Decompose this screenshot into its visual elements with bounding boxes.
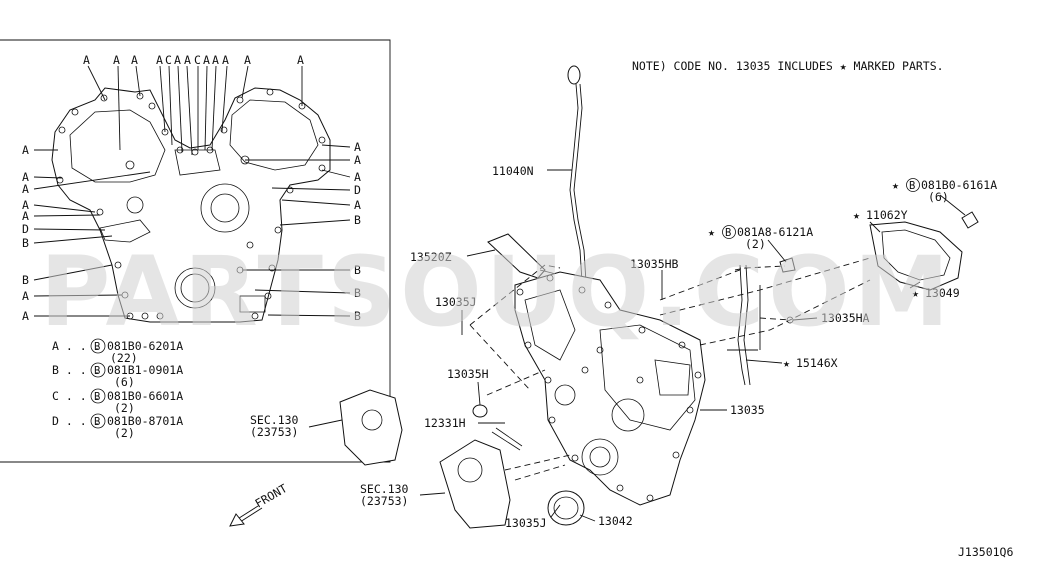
watermark: PARTSOUQ.COM [40,236,953,348]
callout-081a8-6121a: 081A8-6121A [737,225,813,239]
bolt-letter: A [354,170,361,184]
bolt-letter: B [354,213,361,227]
bolt-letter: D [354,183,361,197]
bolt-letter: B [354,309,361,323]
circle-b-letter: B [94,416,100,428]
bolt-letter: A [184,53,191,67]
note-text: NOTE) CODE NO. 13035 INCLUDES ★ MARKED P… [632,59,944,73]
callout-13035j: 13035J [505,516,547,530]
legend-key: D . . . [52,414,100,428]
callout-13049: 13049 [925,286,960,300]
circle-b-letter: B [725,227,731,239]
bolt-letter: A [22,289,29,303]
bolt-letter: A [354,153,361,167]
legend-qty: (2) [114,426,135,440]
bolt-letter: A [174,53,181,67]
legend-part: 081B1-0901A [107,363,183,377]
bolt-letter: B [354,286,361,300]
bolt-letter: A [22,309,29,323]
bolt-letter: A [212,53,219,67]
legend-qty: (2) [114,401,135,415]
circle-b-letter: B [94,365,100,377]
front-arrow-icon [229,505,263,527]
callout-sec130-sub: (23753) [250,425,298,439]
bolt-legend: A . . . B 081B0-6201A (22) B . . . B 081… [52,338,183,440]
bolt-letter: A [297,53,304,67]
dipstick-tube [567,65,587,283]
callout-11062y: 11062Y [866,208,908,222]
bolt-letter: A [22,143,29,157]
diagram-id: J13501Q6 [958,545,1013,559]
bolt-letter: A [244,53,251,67]
star-icon: ★ [853,208,860,222]
bolt-letter: A [203,53,210,67]
bolt-letter: A [131,53,138,67]
legend-key: A . . . [52,339,100,353]
front-label: FRONT [253,481,290,510]
bolt-letter: A [156,53,163,67]
callout-13520z: 13520Z [410,250,452,264]
bolt-letter: A [222,53,229,67]
legend-part: 081B0-6201A [107,339,183,353]
legend-qty: (22) [110,351,138,365]
circle-b-icon [90,362,106,378]
inset-frame [0,39,391,463]
callout-081b0-6161a: 081B0-6161A [921,178,997,192]
star-icon: ★ [783,356,790,370]
callout-13035ha: 13035HA [821,311,870,325]
callout-13035hb: 13035HB [630,257,679,271]
callout-13035: 13035 [730,403,765,417]
circle-b-icon [90,413,106,429]
circle-b-icon [90,388,106,404]
callout-leaders [308,169,966,522]
bolt-letter: B [22,273,29,287]
legend-key: C . . . [52,389,100,403]
legend-part: 081B0-6601A [107,389,183,403]
lower-plate-parts [339,211,979,529]
callout-sec130-sub: (23753) [360,494,408,508]
legend-qty: (6) [114,375,135,389]
circle-b-icon [906,178,920,192]
legend-key: B . . . [52,363,100,377]
bolt-letter: A [83,53,90,67]
callout-qty: (2) [745,237,766,251]
bolt-letter: B [22,236,29,250]
callout-sec130: SEC.130 [250,413,299,427]
circle-b-icon [722,225,736,239]
callout-qty: (6) [928,190,949,204]
bolt-letter: A [113,53,120,67]
bolt-letter: A [22,198,29,212]
bolt-letter: A [354,198,361,212]
callout-13035h: 13035H [447,367,489,381]
star-icon: ★ [892,178,899,192]
bolt-letter: C [194,53,201,67]
alignment-guides [469,257,871,481]
bolt-letter: C [165,53,172,67]
water-pump-cover [869,221,963,291]
callout-sec130: SEC.130 [360,482,409,496]
bolt-letter: A [22,182,29,196]
bolt-letter: B [354,263,361,277]
callout-11040n: 11040N [492,164,534,178]
front-timing-cover [514,271,706,506]
bolt-letter: A [22,209,29,223]
circle-b-letter: B [94,391,100,403]
bolt-letter: A [354,140,361,154]
circle-b-letter: B [909,180,915,192]
inset-leaders [33,65,351,317]
callout-12331h: 12331H [424,416,466,430]
callout-15146x: 15146X [796,356,838,370]
bolt-letter: A [22,170,29,184]
legend-part: 081B0-8701A [107,414,183,428]
star-icon: ★ [708,225,715,239]
callout-13035j: 13035J [435,295,477,309]
callout-13042: 13042 [598,514,633,528]
bolt-letter: D [22,222,29,236]
star-icon: ★ [912,286,919,300]
circle-b-icon [90,338,106,354]
circle-b-letter: B [94,341,100,353]
